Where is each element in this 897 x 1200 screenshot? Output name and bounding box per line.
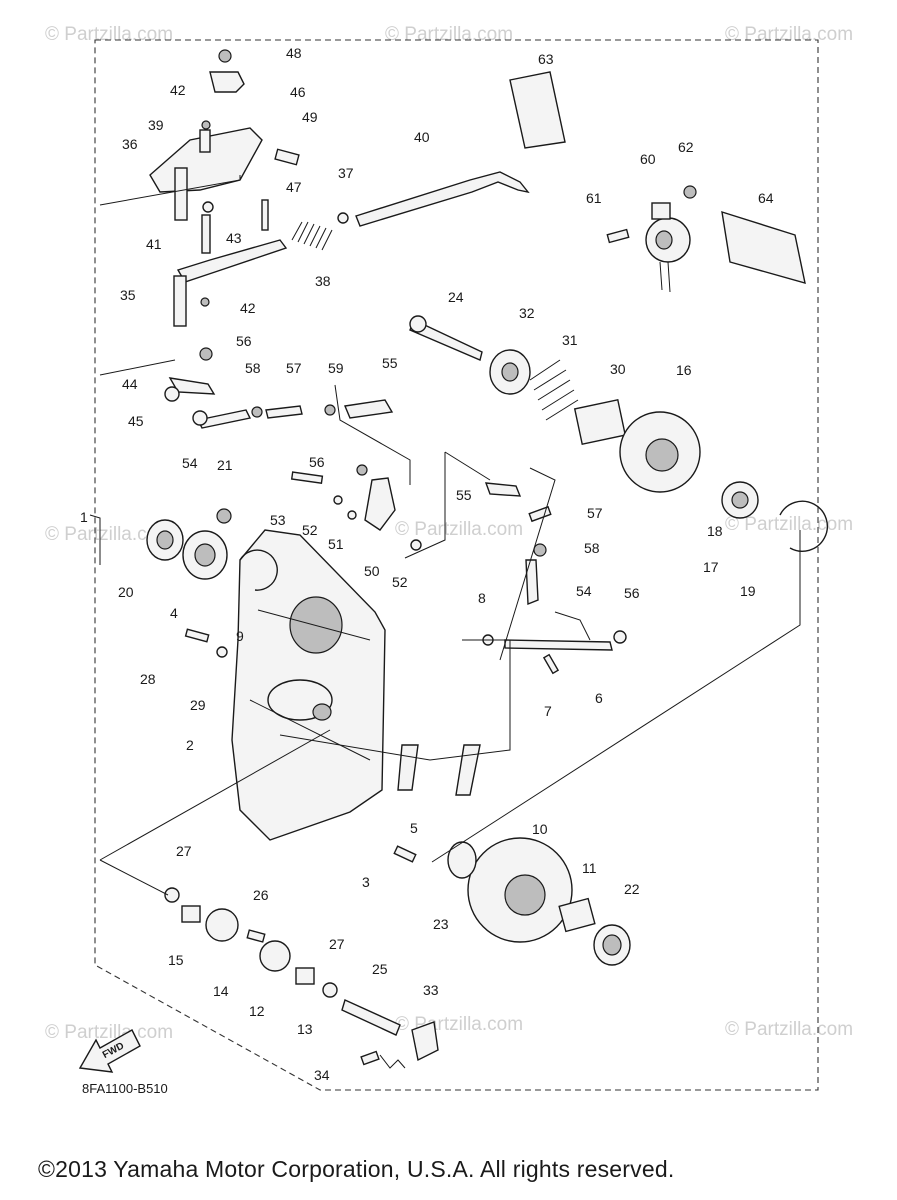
callout-number: 42: [240, 300, 256, 316]
leader-1: [89, 514, 101, 565]
callout-number: 14: [213, 983, 229, 999]
watermark: © Partzilla.com: [385, 24, 513, 45]
callout-number: 2: [186, 737, 194, 753]
callout-number: 18: [707, 523, 723, 539]
callout-number: 27: [176, 843, 192, 859]
callout-number: 50: [364, 563, 380, 579]
callout-number: 3: [362, 874, 370, 890]
callout-number: 23: [433, 916, 449, 932]
callout-number: 32: [519, 305, 535, 321]
callout-number: 48: [286, 45, 302, 61]
callout-number: 56: [236, 333, 252, 349]
bearings-left: [146, 508, 278, 658]
callout-number: 52: [302, 522, 318, 538]
callout-number: 5: [410, 820, 418, 836]
fwd-arrow: FWD: [78, 1029, 141, 1073]
callout-number: 37: [338, 165, 354, 181]
callout-number: 30: [610, 361, 626, 377]
callout-number: 9: [236, 628, 244, 644]
callout-number: 25: [372, 961, 388, 977]
callout-number: 42: [170, 82, 186, 98]
callout-number: 58: [584, 540, 600, 556]
callout-number: 39: [148, 117, 164, 133]
callout-number: 55: [456, 487, 472, 503]
callout-number: 59: [328, 360, 344, 376]
callout-number: 40: [414, 129, 430, 145]
callout-number: 33: [423, 982, 439, 998]
watermark: © Partzilla.com: [395, 519, 523, 540]
watermark: © Partzilla.com: [725, 1019, 853, 1040]
callout-number: 22: [624, 881, 640, 897]
callout-number: 54: [576, 583, 592, 599]
callout-number: 46: [290, 84, 306, 100]
callout-number: 24: [448, 289, 464, 305]
callout-number: 63: [538, 51, 554, 67]
callout-number: 13: [297, 1021, 313, 1037]
callout-number: 36: [122, 136, 138, 152]
callout-number: 8: [478, 590, 486, 606]
callout-number: 34: [314, 1067, 330, 1083]
callout-number: 43: [226, 230, 242, 246]
callout-number: 31: [562, 332, 578, 348]
copyright-notice: ©2013 Yamaha Motor Corporation, U.S.A. A…: [38, 1156, 675, 1182]
callout-number: 44: [122, 376, 138, 392]
callout-number: 57: [587, 505, 603, 521]
leader-lines: [99, 175, 801, 1069]
callout-number: 27: [329, 936, 345, 952]
callout-number: 54: [182, 455, 198, 471]
callout-number: 64: [758, 190, 774, 206]
callout-number: 16: [676, 362, 692, 378]
lower-gear-set: [164, 837, 631, 1066]
callout-number: 29: [190, 697, 206, 713]
sensor-assembly: [509, 71, 806, 293]
callout-number: 19: [740, 583, 756, 599]
callout-number: 28: [140, 671, 156, 687]
callout-number: 6: [595, 690, 603, 706]
callout-number: 56: [624, 585, 640, 601]
callout-number: 26: [253, 887, 269, 903]
callout-number: 10: [532, 821, 548, 837]
callout-number: 41: [146, 236, 162, 252]
watermark: © Partzilla.com: [45, 24, 173, 45]
callout-number: 58: [245, 360, 261, 376]
watermark: © Partzilla.com: [725, 24, 853, 45]
callout-number: 45: [128, 413, 144, 429]
callout-number: 56: [309, 454, 325, 470]
callouts: 48 46 42 49 39 36 47 43 41 40 37 38 35 4…: [80, 45, 774, 1083]
callout-number: 52: [392, 574, 408, 590]
middle-linkage: [290, 464, 627, 863]
callout-number: 51: [328, 536, 344, 552]
diagram-code: 8FA1100-B510: [82, 1081, 168, 1096]
callout-number: 1: [80, 509, 88, 525]
callout-number: 55: [382, 355, 398, 371]
shift-shaft: [291, 171, 530, 251]
watermark: © Partzilla.com: [45, 1022, 173, 1043]
callout-number: 57: [286, 360, 302, 376]
callout-number: 20: [118, 584, 134, 600]
callout-number: 17: [703, 559, 719, 575]
callout-number: 15: [168, 952, 184, 968]
callout-number: 53: [270, 512, 286, 528]
callout-number: 38: [315, 273, 331, 289]
secondary-gear-set: [409, 315, 828, 552]
callout-number: 7: [544, 703, 552, 719]
callout-number: 12: [249, 1003, 265, 1019]
callout-number: 60: [640, 151, 656, 167]
callout-number: 61: [586, 190, 602, 206]
watermark: © Partzilla.com: [725, 514, 853, 535]
callout-number: 49: [302, 109, 318, 125]
case-cover: [231, 529, 386, 841]
callout-number: 47: [286, 179, 302, 195]
callout-number: 11: [582, 860, 597, 876]
shift-linkage: [149, 49, 394, 429]
callout-number: 4: [170, 605, 178, 621]
callout-number: 35: [120, 287, 136, 303]
callout-number: 21: [217, 457, 233, 473]
assembly-boundary: [94, 39, 819, 1091]
watermark: © Partzilla.com: [45, 524, 173, 545]
callout-number: 62: [678, 139, 694, 155]
